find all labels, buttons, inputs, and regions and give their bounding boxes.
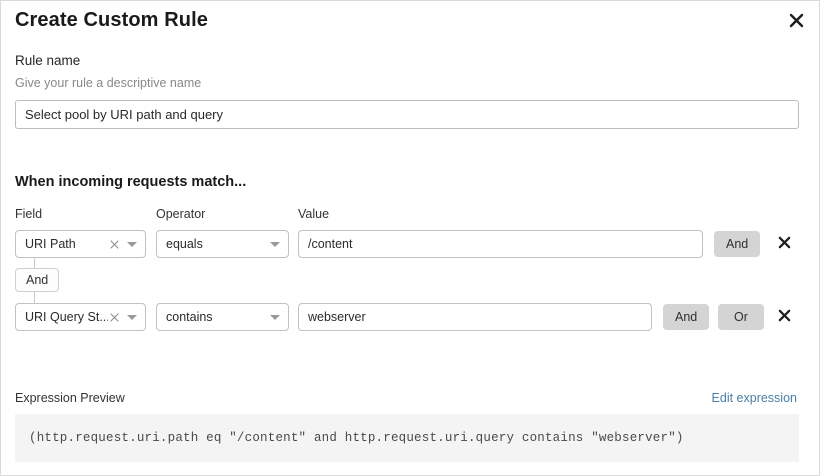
expression-preview-text: (http.request.uri.path eq "/content" and… [29,431,684,445]
logic-and-button-2[interactable]: And [663,304,710,330]
group-connector-and-badge[interactable]: And [15,268,60,292]
logic-or-button-2[interactable]: Or [718,304,764,330]
close-icon [778,236,791,252]
match-section-heading: When incoming requests match... [15,174,247,190]
operator-select-2-value: contains [166,310,213,324]
condition-connector-line-top [34,258,35,269]
rule-name-label: Rule name [15,53,81,68]
rule-name-input[interactable] [15,100,799,129]
expression-preview-label: Expression Preview [15,391,125,405]
operator-select-2[interactable]: contains [156,303,289,331]
close-icon [778,309,791,325]
column-header-operator: Operator [156,207,206,221]
delete-condition-button-2[interactable] [773,305,795,329]
field-select-2-value: URI Query St... [25,310,108,324]
operator-select-1-value: equals [166,237,203,251]
operator-select-1[interactable]: equals [156,230,289,258]
field-select-2[interactable]: URI Query St... [15,303,146,331]
rule-name-description: Give your rule a descriptive name [15,76,202,90]
clear-x-icon[interactable] [108,311,121,324]
field-select-1[interactable]: URI Path [15,230,146,258]
close-icon [789,13,804,28]
value-input-2[interactable] [298,303,652,331]
dialog-title: Create Custom Rule [15,9,208,31]
logic-and-button-1[interactable]: And [714,231,761,257]
chevron-down-icon[interactable] [267,236,283,252]
field-select-1-value: URI Path [25,237,76,251]
edit-expression-link[interactable]: Edit expression [711,391,797,405]
column-header-field: Field [15,207,43,221]
value-input-1[interactable] [298,230,703,258]
condition-connector-line-bottom [34,292,35,303]
chevron-down-icon[interactable] [124,236,140,252]
column-header-value: Value [298,207,330,221]
expression-preview-box: (http.request.uri.path eq "/content" and… [15,414,799,462]
clear-x-icon[interactable] [108,238,121,251]
delete-condition-button-1[interactable] [773,232,795,256]
chevron-down-icon[interactable] [124,309,140,325]
chevron-down-icon[interactable] [267,309,283,325]
close-dialog-button[interactable] [783,7,809,33]
